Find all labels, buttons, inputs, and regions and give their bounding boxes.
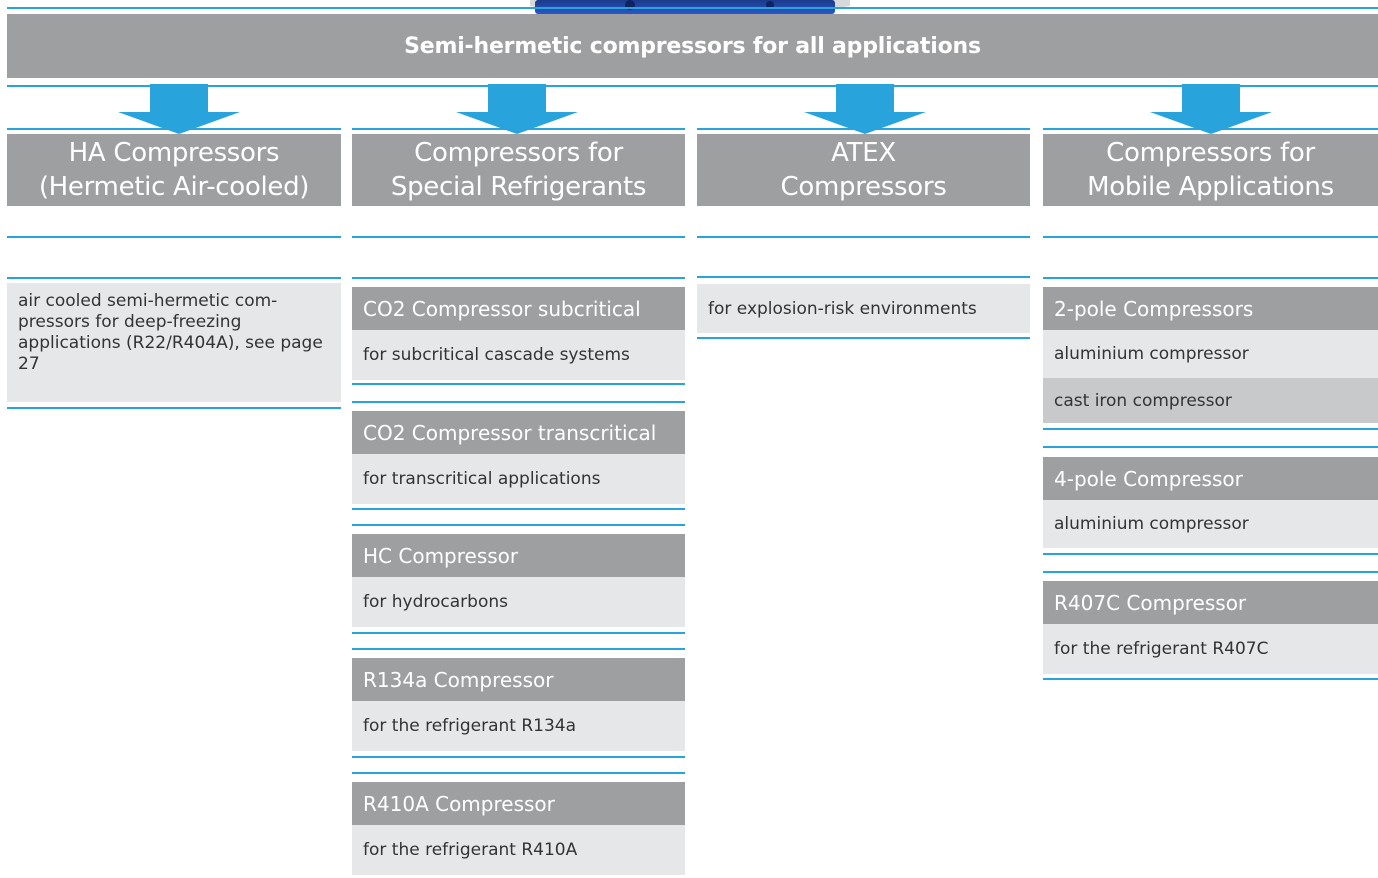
description: for the refrigerant R407C	[1043, 624, 1378, 674]
item-rule	[1043, 446, 1378, 448]
column-rule	[1043, 128, 1378, 130]
column-heading-special-refrigerants: Compressors for Special Refrigerants	[352, 134, 685, 206]
item-heading: R134a Compressor	[352, 658, 685, 701]
item-heading: R407C Compressor	[1043, 581, 1378, 624]
column-heading-atex: ATEX Compressors	[697, 134, 1030, 206]
item-rule	[352, 632, 685, 634]
description: for explosion-risk environments	[697, 284, 1030, 333]
column-rule	[352, 236, 685, 238]
column-heading-text: HA Compressors (Hermetic Air-cooled)	[38, 138, 310, 202]
item-rule	[7, 407, 341, 409]
item-rule	[352, 772, 685, 774]
item-heading: CO2 Compressor transcritical	[352, 411, 685, 454]
item-heading: HC Compressor	[352, 534, 685, 577]
description: air cooled semi-hermetic com-pressors fo…	[7, 283, 341, 402]
item-rule	[1043, 277, 1378, 279]
item-heading: 4-pole Compressor	[1043, 457, 1378, 500]
top-rule	[7, 7, 1378, 9]
column-heading-text: ATEX Compressors	[780, 138, 947, 202]
down-arrow-icon	[1150, 84, 1272, 134]
description: for the refrigerant R134a	[352, 701, 685, 751]
down-arrow-icon	[804, 84, 926, 134]
description: for subcritical cascade systems	[352, 330, 685, 380]
item-rule	[352, 508, 685, 510]
column-heading-text: Compressors for Mobile Applications	[1087, 138, 1334, 202]
column-rule	[697, 128, 1030, 130]
item-rule	[352, 524, 685, 526]
column-heading-mobile: Compressors for Mobile Applications	[1043, 134, 1378, 206]
column-rule	[352, 128, 685, 130]
item-rule	[1043, 571, 1378, 573]
page-title: Semi-hermetic compressors for all applic…	[7, 14, 1378, 78]
item-rule	[352, 277, 685, 279]
column-heading-text: Compressors for Special Refrigerants	[390, 138, 647, 202]
column-rule	[697, 236, 1030, 238]
item-heading: 2-pole Compressors	[1043, 287, 1378, 330]
down-arrow-icon	[118, 84, 240, 134]
column-rule	[7, 128, 341, 130]
item-rule	[697, 337, 1030, 339]
item-rule	[352, 756, 685, 758]
item-heading: R410A Compressor	[352, 782, 685, 825]
column-rule	[1043, 236, 1378, 238]
item-rule	[7, 277, 341, 279]
description: aluminium compressor	[1043, 330, 1378, 378]
item-heading: CO2 Compressor subcritical	[352, 287, 685, 330]
item-rule	[1043, 678, 1378, 680]
column-heading-ha: HA Compressors (Hermetic Air-cooled)	[7, 134, 341, 206]
item-rule	[352, 648, 685, 650]
description: for the refrigerant R410A	[352, 825, 685, 875]
description: cast iron compressor	[1043, 378, 1378, 423]
column-rule	[7, 236, 341, 238]
item-rule	[1043, 553, 1378, 555]
down-arrow-icon	[456, 84, 578, 134]
item-rule	[352, 383, 685, 385]
item-rule	[352, 401, 685, 403]
item-rule	[697, 276, 1030, 278]
item-rule	[1043, 428, 1378, 430]
banner-bottom-rule	[7, 85, 1378, 87]
description: for hydrocarbons	[352, 577, 685, 627]
description: for transcritical applications	[352, 454, 685, 504]
description: aluminium compressor	[1043, 500, 1378, 548]
